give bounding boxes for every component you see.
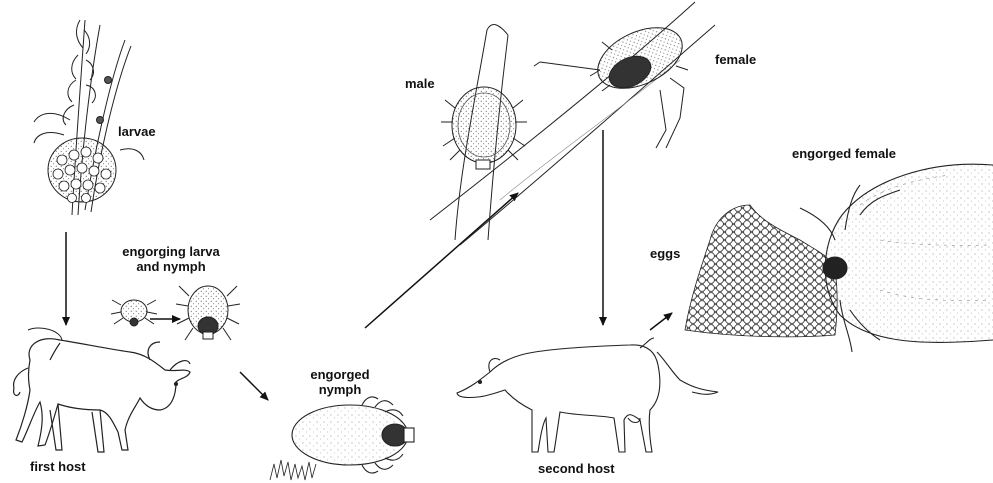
label-engorged-female: engorged female bbox=[792, 146, 896, 161]
first-host-illustration bbox=[14, 328, 190, 452]
label-engorged-nymph-line1: engorged bbox=[300, 367, 380, 382]
engorging-larva-illustration bbox=[111, 300, 157, 326]
label-engorging-larva-and-nymph: engorging larva and nymph bbox=[96, 244, 246, 274]
label-larvae: larvae bbox=[118, 124, 156, 139]
label-first-host: first host bbox=[30, 459, 86, 474]
label-male: male bbox=[405, 76, 435, 91]
label-engorging-line2: and nymph bbox=[96, 259, 246, 274]
label-second-host: second host bbox=[538, 461, 615, 476]
second-host-illustration bbox=[457, 338, 718, 452]
arrow-second-host-to-eggs bbox=[650, 313, 672, 330]
eggs-illustration bbox=[685, 205, 837, 337]
label-engorged-nymph-line2: nymph bbox=[300, 382, 380, 397]
engorging-nymph-illustration bbox=[176, 286, 240, 340]
male-tick-on-stem-illustration bbox=[441, 25, 527, 240]
label-female: female bbox=[715, 52, 756, 67]
arrow-first-host-to-engorged-nymph bbox=[240, 372, 268, 400]
larvae-on-grass-illustration bbox=[34, 20, 144, 215]
label-engorging-line1: engorging larva bbox=[96, 244, 246, 259]
label-engorged-nymph: engorged nymph bbox=[300, 367, 380, 397]
arrow-engorged-nymph-to-adults bbox=[365, 193, 518, 328]
label-eggs: eggs bbox=[650, 246, 680, 261]
engorged-nymph-illustration bbox=[270, 397, 414, 480]
